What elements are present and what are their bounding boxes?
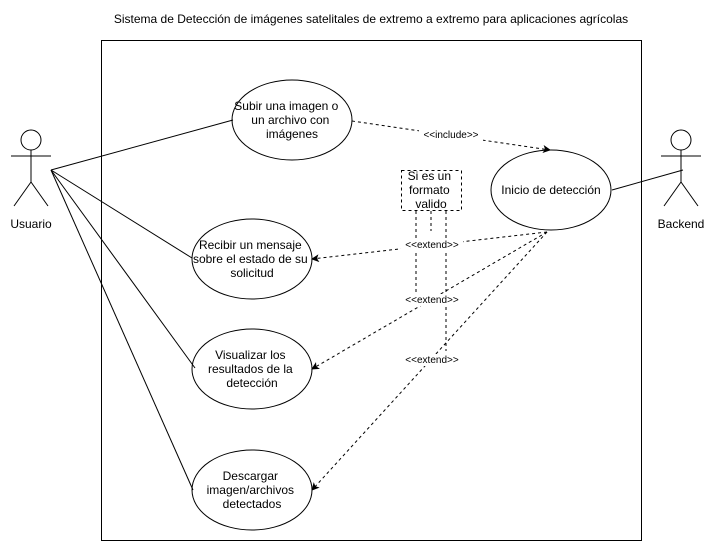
status-line-2: sobre el estado de su: [193, 252, 308, 266]
system-boundary: [101, 40, 642, 541]
upload-line-2: un archivo con: [251, 113, 329, 127]
extend-label-download: <<extend>>: [405, 355, 459, 366]
actor-user: Usuario: [10, 129, 52, 231]
download-line-2: imagen/archivos: [207, 483, 294, 497]
user-associations: [50, 119, 234, 491]
extend-label-results: <<extend>>: [405, 295, 459, 306]
use-case-download: Descargar imagen/archivos detectados: [191, 449, 313, 531]
detection-line-1: Inicio de detección: [501, 183, 600, 197]
results-line-3: detección: [226, 376, 277, 390]
results-line-1: Visualizar los: [215, 348, 285, 362]
status-line-3: solicitud: [230, 266, 273, 280]
use-case-upload: Subir una imagen o un archivo con imágen…: [231, 79, 353, 161]
download-line-3: detectados: [223, 497, 282, 511]
download-line-1: Descargar: [223, 469, 278, 483]
use-case-results: Visualizar los resultados de la detecció…: [191, 328, 313, 410]
svg-text:Descargar imagen/archivo: Descargar imagen/archivos detectados: [207, 469, 298, 511]
upload-line-1: Subir una imagen o: [234, 99, 338, 113]
backend-association: [611, 169, 684, 191]
extend-label-status: <<extend>>: [405, 240, 459, 251]
user-stick-figure-icon: [11, 129, 51, 207]
note-line-2: formato: [409, 183, 450, 197]
actor-backend: Backend: [658, 129, 705, 231]
results-line-2: resultados de la: [208, 362, 293, 376]
svg-text:Recibir un mensaje sobre: Recibir un mensaje sobre el estado de su…: [193, 238, 311, 280]
status-line-1: Recibir un mensaje: [199, 238, 302, 252]
use-case-status: Recibir un mensaje sobre el estado de su…: [191, 218, 313, 300]
diagram-title: Sistema de Detección de imágenes satelit…: [114, 12, 628, 26]
note-line-1: Si es un: [408, 169, 451, 183]
backend-stick-figure-icon: [661, 129, 701, 207]
include-label: <<include>>: [423, 130, 478, 141]
svg-text:Visualizar los resultado: Visualizar los resultados de la detecció…: [208, 348, 296, 390]
note-line-3: valido: [415, 197, 447, 211]
actor-user-label: Usuario: [10, 217, 52, 231]
actor-backend-label: Backend: [658, 217, 705, 231]
svg-text:Si es un formato valid: Si es un formato valido: [408, 169, 455, 211]
upload-line-3: imágenes: [266, 127, 318, 141]
svg-text:Subir una imagen o un ar: Subir una imagen o un archivo con imágen…: [234, 99, 341, 141]
note-anchors: [415, 211, 447, 351]
use-case-detection: Inicio de detección: [490, 149, 612, 231]
svg-text:Inicio de detección: Inicio de detección: [501, 183, 600, 197]
condition-note: [401, 170, 462, 211]
